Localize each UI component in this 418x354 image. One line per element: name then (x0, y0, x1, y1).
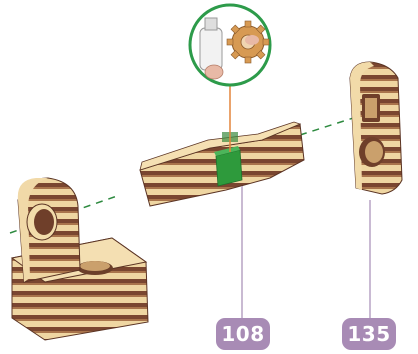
right-plate-part-135 (350, 62, 402, 194)
left-bracket-part (12, 178, 148, 340)
connector-part-108 (140, 122, 304, 206)
glue-and-gear-icon (190, 5, 270, 85)
callout-badge-108: 108 (216, 318, 270, 350)
callout-badge-135: 135 (342, 318, 396, 350)
